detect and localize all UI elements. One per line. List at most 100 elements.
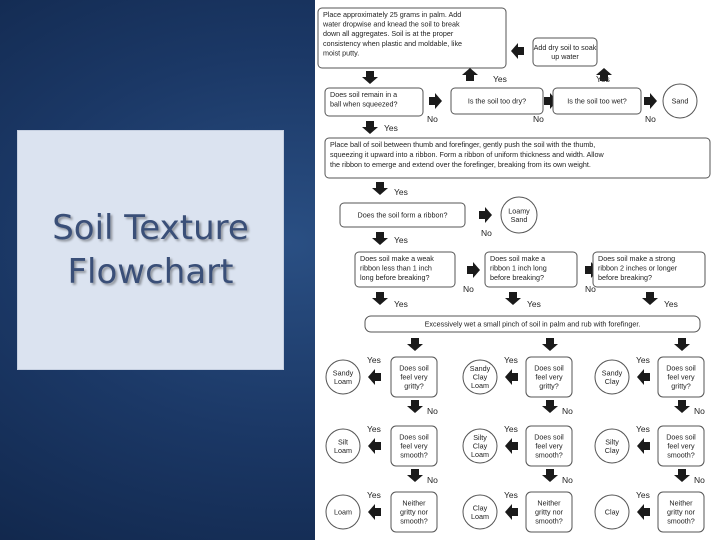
- silty-clay-loam-result-text: Clay: [473, 442, 488, 451]
- loamy-sand-result-text: Sand: [511, 215, 528, 224]
- sandy-clay-loam-result-text: Sandy: [470, 364, 491, 373]
- arrow-left-icon: [368, 504, 381, 520]
- yes-label: Yes: [504, 490, 518, 500]
- gritty-question-box-text: feel very: [667, 373, 695, 382]
- arrow-down-icon: [642, 292, 658, 305]
- gritty-question-box-text: Does soil: [666, 364, 696, 373]
- sand-result: Sand: [662, 83, 698, 119]
- remain-ball-question-box-text: Does soil remain in a: [330, 90, 397, 99]
- arrow-right-icon: [644, 93, 657, 109]
- arrow-down-icon: [362, 121, 378, 134]
- neither-question-box-text: gritty nor: [667, 508, 696, 517]
- silt-loam-result-text: Loam: [334, 446, 352, 455]
- arrow-down-icon: [372, 292, 388, 305]
- start-instruction-box-text: consistency when plastic and moldable, l…: [323, 39, 462, 48]
- arrow-down-icon: [674, 469, 690, 482]
- wet-pinch-instruction-box: Excessively wet a small pinch of soil in…: [364, 315, 701, 333]
- clay-loam-result-text: Clay: [473, 503, 488, 512]
- sandy-loam-result-text: Sandy: [333, 368, 354, 377]
- arrow-left-icon: [637, 504, 650, 520]
- strong-ribbon-question-box-text: ribbon 2 inches or longer: [598, 264, 678, 273]
- no-label: No: [481, 228, 492, 238]
- neither-question-box-text: smooth?: [667, 517, 695, 526]
- add-dry-soil-box-text: up water: [551, 52, 579, 61]
- gritty-question-box-text: gritty?: [539, 382, 559, 391]
- sandy-clay-loam-result-text: Loam: [471, 381, 489, 390]
- gritty-question-box-text: gritty?: [404, 382, 424, 391]
- no-label: No: [585, 284, 596, 294]
- wet-pinch-instruction-box-text: Excessively wet a small pinch of soil in…: [425, 320, 641, 329]
- neither-question-box-text: smooth?: [400, 517, 428, 526]
- yes-label: Yes: [596, 74, 610, 84]
- yes-label: Yes: [664, 299, 678, 309]
- too-dry-question-box-text: Is the soil too dry?: [468, 97, 526, 106]
- loam-result: Loam: [325, 494, 361, 530]
- yes-label: Yes: [394, 299, 408, 309]
- ribbon-instruction-box-text: squeezing it upward into a ribbon. Form …: [330, 150, 604, 159]
- silty-clay-result-text: Clay: [605, 446, 620, 455]
- yes-label: Yes: [367, 355, 381, 365]
- arrow-down-icon: [542, 469, 558, 482]
- neither-question-box-text: smooth?: [535, 517, 563, 526]
- no-label: No: [694, 406, 705, 416]
- arrow-left-icon: [511, 43, 524, 59]
- soil-texture-flowchart: Place approximately 25 grams in palm. Ad…: [317, 7, 711, 533]
- arrow-left-icon: [505, 369, 518, 385]
- weak-ribbon-question-box-text: long before breaking?: [360, 273, 430, 282]
- neither-question-box-text: Neither: [402, 499, 426, 508]
- arrow-down-icon: [542, 338, 558, 351]
- yes-label: Yes: [394, 235, 408, 245]
- medium-ribbon-question-box-text: Does soil make a: [490, 254, 545, 263]
- too-wet-question-box: Is the soil too wet?: [552, 87, 642, 115]
- arrow-left-icon: [505, 438, 518, 454]
- smooth-question-box-text: Does soil: [666, 433, 696, 442]
- sandy-clay-result-text: Sandy: [602, 368, 623, 377]
- yes-label: Yes: [636, 355, 650, 365]
- arrow-down-icon: [372, 182, 388, 195]
- loam-result-text: Loam: [334, 508, 352, 517]
- silty-clay-loam-result-text: Silty: [473, 433, 487, 442]
- yes-label: Yes: [384, 123, 398, 133]
- sandy-clay-result-text: Clay: [605, 377, 620, 386]
- arrow-left-icon: [637, 438, 650, 454]
- arrow-left-icon: [637, 369, 650, 385]
- no-label: No: [533, 114, 544, 124]
- smooth-question-box-text: smooth?: [667, 451, 695, 460]
- start-instruction-box-text: Place approximately 25 grams in palm. Ad…: [323, 10, 461, 19]
- arrow-down-icon: [362, 71, 378, 84]
- neither-question-box-text: Neither: [537, 499, 561, 508]
- sandy-clay-loam-result-text: Clay: [473, 373, 488, 382]
- weak-ribbon-question-box-text: Does soil make a weak: [360, 254, 434, 263]
- yes-label: Yes: [367, 424, 381, 434]
- neither-question-box-text: gritty nor: [400, 508, 429, 517]
- neither-question-box-text: Neither: [669, 499, 693, 508]
- smooth-question-box-text: smooth?: [400, 451, 428, 460]
- yes-label: Yes: [504, 355, 518, 365]
- no-label: No: [427, 475, 438, 485]
- arrow-right-icon: [544, 93, 557, 109]
- add-dry-soil-box-text: Add dry soil to soak: [534, 43, 597, 52]
- slide-title-line-2: Flowchart: [67, 252, 234, 292]
- no-label: No: [463, 284, 474, 294]
- sand-result-text: Sand: [672, 97, 689, 106]
- strong-ribbon-question-box-text: Does soil make a strong: [598, 254, 675, 263]
- start-instruction-box-text: water dropwise and knead the soil to bre…: [322, 20, 460, 29]
- ribbon-instruction-box: Place ball of soil between thumb and for…: [324, 137, 711, 179]
- ribbon-instruction-box-text: the ribbon to emerge and extend over the…: [330, 160, 591, 169]
